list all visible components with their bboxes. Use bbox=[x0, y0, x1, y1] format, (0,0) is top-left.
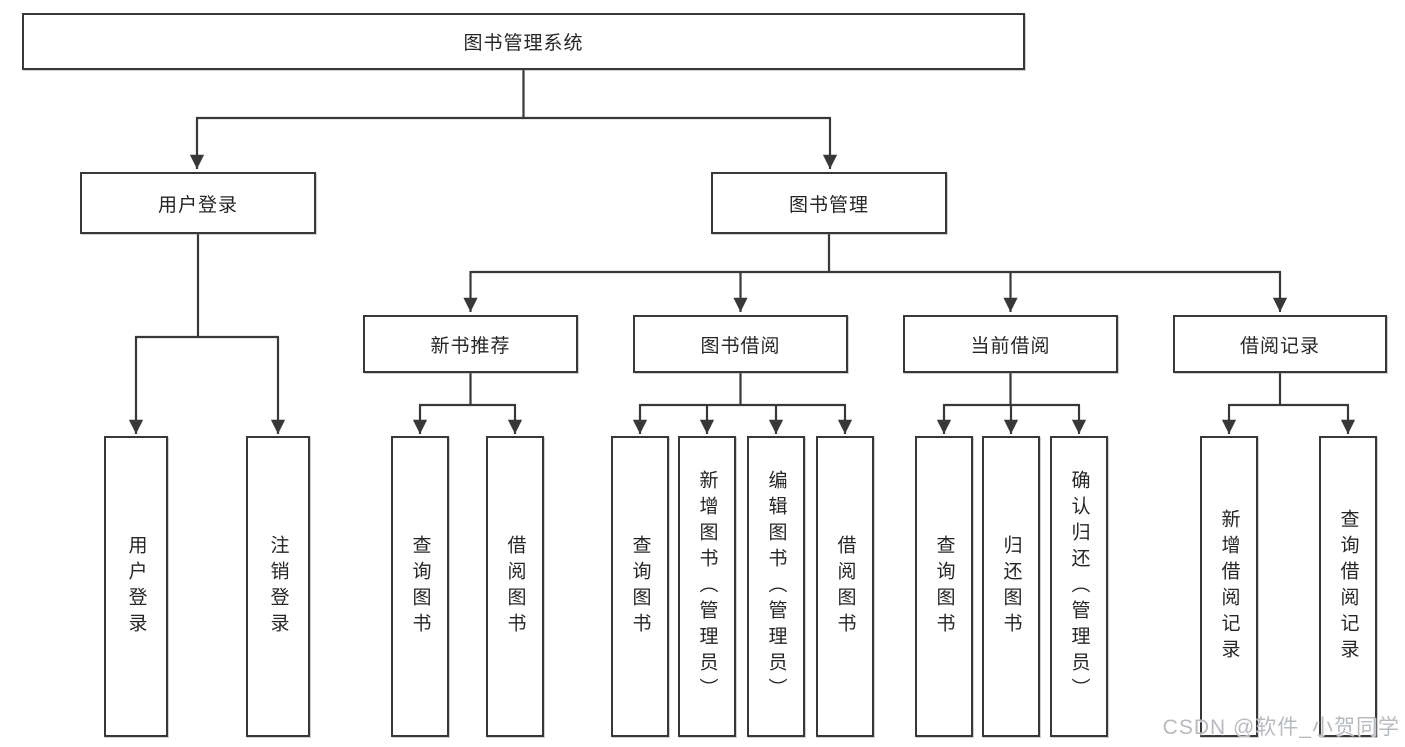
node-system-root: 图书管理系统 bbox=[22, 13, 1025, 70]
node-label: 图书管理 bbox=[788, 194, 869, 216]
node-label: 新增图书（管理员） bbox=[696, 469, 718, 704]
edge-borrow-records-children bbox=[1221, 373, 1356, 434]
leaf-query-books-3: 查询图书 bbox=[915, 436, 973, 737]
node-label: 用户登录 bbox=[157, 194, 238, 216]
node-label: 新书推荐 bbox=[430, 335, 511, 357]
leaf-logout: 注销登录 bbox=[246, 436, 310, 737]
leaf-edit-books-admin: 编辑图书（管理员） bbox=[747, 436, 805, 737]
node-label: 当前借阅 bbox=[970, 335, 1051, 357]
leaf-return-books: 归还图书 bbox=[982, 436, 1040, 737]
edge-current-borrow-children bbox=[936, 373, 1087, 434]
node-label: 新增借阅记录 bbox=[1218, 508, 1240, 665]
node-label: 借阅图书 bbox=[834, 534, 856, 639]
node-label: 编辑图书（管理员） bbox=[765, 469, 787, 704]
leaf-borrow-books-1: 借阅图书 bbox=[486, 436, 544, 737]
leaf-query-books-1: 查询图书 bbox=[391, 436, 449, 737]
node-label: 查询图书 bbox=[933, 534, 955, 639]
edge-root-to-level2 bbox=[189, 70, 838, 170]
node-label: 归还图书 bbox=[1000, 534, 1022, 639]
edge-book-mgmt-children bbox=[463, 234, 1288, 312]
node-label: 图书借阅 bbox=[700, 335, 781, 357]
node-new-book-recommend: 新书推荐 bbox=[363, 315, 578, 373]
leaf-add-books-admin: 新增图书（管理员） bbox=[678, 436, 736, 737]
node-label: 查询借阅记录 bbox=[1337, 508, 1359, 665]
node-book-management: 图书管理 bbox=[711, 172, 947, 234]
leaf-borrow-books-2: 借阅图书 bbox=[816, 436, 874, 737]
leaf-query-borrow-record: 查询借阅记录 bbox=[1319, 436, 1377, 737]
edge-new-book-children bbox=[412, 373, 523, 434]
node-current-borrow: 当前借阅 bbox=[903, 315, 1118, 373]
node-book-borrow: 图书借阅 bbox=[633, 315, 848, 373]
leaf-query-books-2: 查询图书 bbox=[611, 436, 669, 737]
leaf-user-login: 用户登录 bbox=[104, 436, 168, 737]
node-label: 查询图书 bbox=[629, 534, 651, 639]
edge-user-login-children bbox=[128, 234, 286, 434]
node-borrow-records: 借阅记录 bbox=[1173, 315, 1387, 373]
node-label: 查询图书 bbox=[409, 534, 431, 639]
node-user-login: 用户登录 bbox=[80, 172, 316, 234]
node-label: 用户登录 bbox=[125, 534, 147, 639]
csdn-watermark: CSDN @软件_小贺同学 bbox=[1162, 716, 1400, 739]
node-label: 借阅记录 bbox=[1239, 335, 1320, 357]
leaf-add-borrow-record: 新增借阅记录 bbox=[1200, 436, 1258, 737]
node-label: 注销登录 bbox=[267, 534, 289, 639]
node-label: 借阅图书 bbox=[504, 534, 526, 639]
edge-book-borrow-children bbox=[632, 373, 853, 434]
node-label: 确认归还（管理员） bbox=[1068, 469, 1090, 704]
leaf-confirm-return-admin: 确认归还（管理员） bbox=[1050, 436, 1108, 737]
node-label: 图书管理系统 bbox=[463, 33, 584, 54]
